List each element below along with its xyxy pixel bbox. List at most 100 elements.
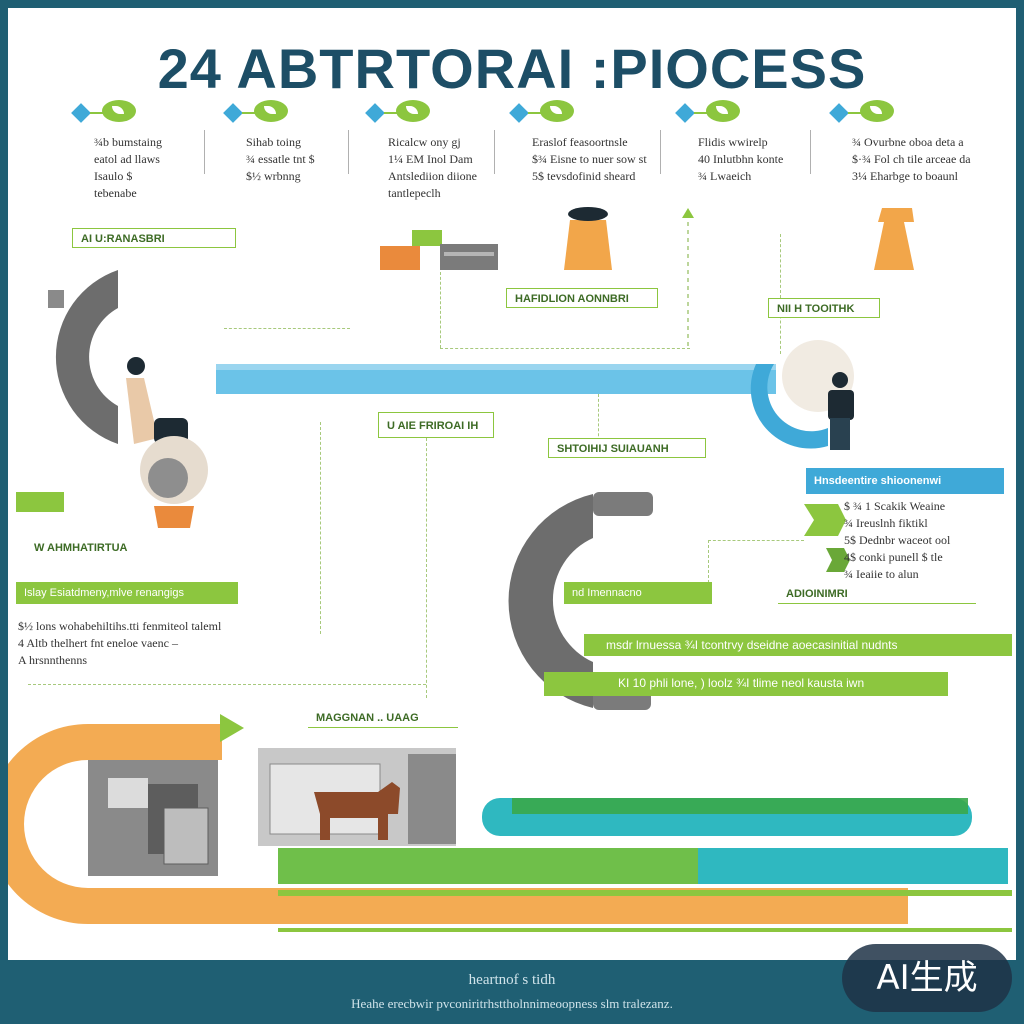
tag-right-top: NII H TOOITHK (768, 298, 880, 318)
tag-left-mid: W AHMHATIRTUA (26, 538, 160, 558)
middle-c-shape (508, 494, 593, 708)
tag-middle-small: SHTOIHIJ SUIAUANH (548, 438, 706, 458)
right-arc-blue (750, 364, 828, 449)
dashed-connector (708, 540, 709, 588)
left-note-line: A hrsnnthenns (18, 653, 87, 667)
step-5: Flidis wwirelp 40 Inlutbhn konte ¾ Lwaei… (674, 100, 824, 185)
gray-machine-grille (444, 252, 494, 256)
right-list-item: $ ¾ 1 Scakik Weaine (844, 499, 946, 513)
right-list-item: 4$ conki punell $ tle (844, 550, 943, 564)
step-line: Eraslof feasoortnsle (532, 135, 628, 149)
dashed-connector (598, 394, 599, 446)
diamond-icon (71, 103, 91, 123)
dashed-connector (426, 438, 427, 698)
green-line-bottom (278, 890, 1012, 896)
step-1-text: ¾b bumstaing eatol ad llaws Isaulo $ teb… (94, 134, 220, 202)
step-divider (810, 130, 811, 174)
step-line: $½ wrbnng (246, 169, 301, 183)
green-chevron-2 (826, 548, 850, 572)
orange-cup-2 (874, 208, 914, 270)
right-person-body (828, 390, 854, 420)
right-bar-label-1: msdr lrnuessa ¾I tcontrvy dseidne aoecas… (606, 638, 898, 652)
tag-right-mid-box: ADIOINIMRI (778, 584, 976, 604)
connector-line (242, 112, 256, 114)
orange-crate (380, 246, 420, 270)
step-line: tebenabe (94, 186, 137, 200)
step-4: Eraslof feasoortnsle $¾ Eisne to nuer so… (508, 100, 658, 185)
leaf-icon (102, 100, 136, 122)
right-list-item: ¾ Ieaiie to alun (844, 567, 919, 581)
step-line: $·¾ Fol ch tile arceae da (852, 152, 971, 166)
right-green-bar-1 (584, 634, 1012, 656)
right-bar-label-2: KI 10 phli lone, ) loolz ¾I tlime neol k… (618, 676, 865, 690)
step-6-text: ¾ Ovurbne oboa deta a $·¾ Fol ch tile ar… (852, 134, 978, 185)
dashed-connector (28, 684, 426, 685)
step-line: Flidis wwirelp (698, 135, 768, 149)
step-divider (348, 130, 349, 174)
step-line: tantlepeclh (388, 186, 441, 200)
step-6-marker (828, 100, 978, 130)
gray-machine (440, 244, 498, 270)
leaf-icon (706, 100, 740, 122)
orange-arrow-tip (220, 714, 244, 742)
step-5-marker (674, 100, 824, 130)
step-2-marker (222, 100, 372, 130)
cup-1-lid (568, 207, 608, 221)
green-band-top (512, 798, 968, 814)
step-line: Isaulo $ (94, 169, 133, 183)
step-3: Ricalcw ony gj 1¼ EM Inol Dam Antslediio… (364, 100, 514, 202)
left-c-cap (48, 290, 64, 308)
dashed-connector (780, 234, 781, 354)
diamond-icon (675, 103, 695, 123)
page-title: 24 ABTRTORAI :PIOCESS (157, 37, 867, 100)
step-line: ¾b bumstaing (94, 135, 162, 149)
diamond-icon (509, 103, 529, 123)
step-2-text: Sihab toing ¾ essatle tnt $ $½ wrbnng (246, 134, 372, 185)
step-line: eatol ad llaws (94, 152, 160, 166)
connector-line (384, 112, 398, 114)
step-line: ¾ Lwaeich (698, 169, 752, 183)
connector-line (528, 112, 542, 114)
right-person-head (832, 372, 848, 388)
step-line: 1¼ EM Inol Dam (388, 152, 473, 166)
footer-subtitle: Heahe erecbwir pvconiritrhsttholnnimeoop… (351, 996, 673, 1011)
green-line-bottom-2 (278, 928, 1012, 932)
step-line: ¾ essatle tnt $ (246, 152, 315, 166)
step-line: 5$ tevsdofinid sheard (532, 169, 636, 183)
connector-line (848, 112, 862, 114)
green-chevron-1 (804, 504, 846, 536)
round-character-shirt (154, 506, 194, 528)
left-note-line: $½ lons wohabehiltihs.tti fenmiteol tale… (18, 619, 222, 633)
footer-title: heartnof s tidh (468, 972, 556, 988)
step-divider (204, 130, 205, 174)
person-head-1 (127, 357, 145, 375)
factory-grid (163, 807, 209, 865)
step-line: $¾ Eisne to nuer sow st (532, 152, 647, 166)
teal-band-middle (698, 848, 1008, 884)
leaf-icon (540, 100, 574, 122)
connector-line (694, 112, 708, 114)
tag-center-top: HAFIDLION AONNBRI (506, 288, 658, 308)
right-green-bar-2 (544, 672, 948, 696)
right-list-item: 5$ Dednbr waceot ool (844, 533, 951, 547)
step-1-marker (70, 100, 220, 130)
leaf-icon (860, 100, 894, 122)
step-6: ¾ Ovurbne oboa deta a $·¾ Fol ch tile ar… (828, 100, 978, 185)
step-2: Sihab toing ¾ essatle tnt $ $½ wrbnng (222, 100, 372, 185)
step-line: Antslediion diione (388, 169, 477, 183)
infographic-canvas: 24 ABTRTORAI :PIOCESS ¾b bumstaing eatol… (8, 8, 1016, 960)
step-line: Sihab toing (246, 135, 302, 149)
left-c-shape (55, 270, 118, 444)
dashed-connector (224, 328, 350, 329)
step-3-marker (364, 100, 514, 130)
diamond-icon (223, 103, 243, 123)
step-line: ¾ Ovurbne oboa deta a (852, 135, 964, 149)
step-line: 40 Inlutbhn konte (698, 152, 784, 166)
right-list-item: ¾ Ireuslnh fiktikl (844, 516, 928, 530)
step-divider (660, 130, 661, 174)
green-crate (412, 230, 442, 246)
person-body-1 (126, 378, 158, 444)
step-5-text: Flidis wwirelp 40 Inlutbhn konte ¾ Lwaei… (698, 134, 824, 185)
connector-line (90, 112, 104, 114)
infographic-artwork (8, 207, 1012, 932)
